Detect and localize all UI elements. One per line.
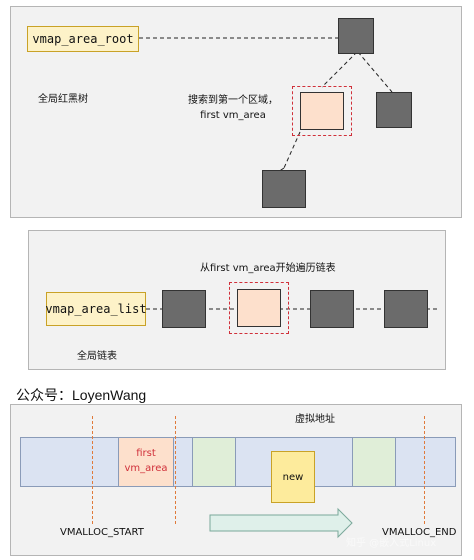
account-label: 公众号：LoyenWang	[16, 387, 147, 403]
list-caption: 全局链表	[77, 351, 117, 362]
first-vm-area-boundary	[175, 416, 176, 524]
rbtree-left-leaf-node	[262, 170, 306, 208]
list-node-3	[310, 290, 354, 328]
first-vm-area-list-node	[237, 289, 281, 327]
vmap-area-root-box: vmap_area_root	[27, 26, 139, 52]
vmalloc-end-boundary	[424, 416, 425, 524]
first-vm-area-segment-label: first vm_area	[124, 448, 168, 474]
new-area-label: new	[282, 472, 304, 483]
list-node-1	[162, 290, 206, 328]
watermark: 知乎 @嵌入式Linux	[346, 538, 437, 549]
first-vm-area-highlight-frame	[292, 86, 352, 136]
rbtree-right-node	[376, 92, 412, 128]
vmalloc-end-label: VMALLOC_END	[382, 527, 457, 538]
list-node-4	[384, 290, 428, 328]
first-vm-area-tree-node	[300, 92, 344, 130]
free-segment-2	[352, 437, 396, 487]
vmalloc-start-boundary	[92, 416, 93, 524]
search-note: 搜索到第一个区域，first vm_area	[188, 95, 278, 121]
first-vm-area-segment	[118, 437, 174, 487]
vspace-title: 虚拟地址	[295, 414, 335, 425]
traverse-note: 从first vm_area开始遍历链表	[200, 263, 336, 274]
first-vm-area-list-frame	[229, 282, 289, 334]
vmalloc-start-label: VMALLOC_START	[60, 527, 144, 538]
free-segment-1	[192, 437, 236, 487]
rbtree-root-node	[338, 18, 374, 54]
vmap-area-list-box: vmap_area_list	[45, 292, 147, 326]
new-area-segment	[271, 451, 315, 503]
rbtree-caption: 全局红黑树	[38, 94, 88, 105]
